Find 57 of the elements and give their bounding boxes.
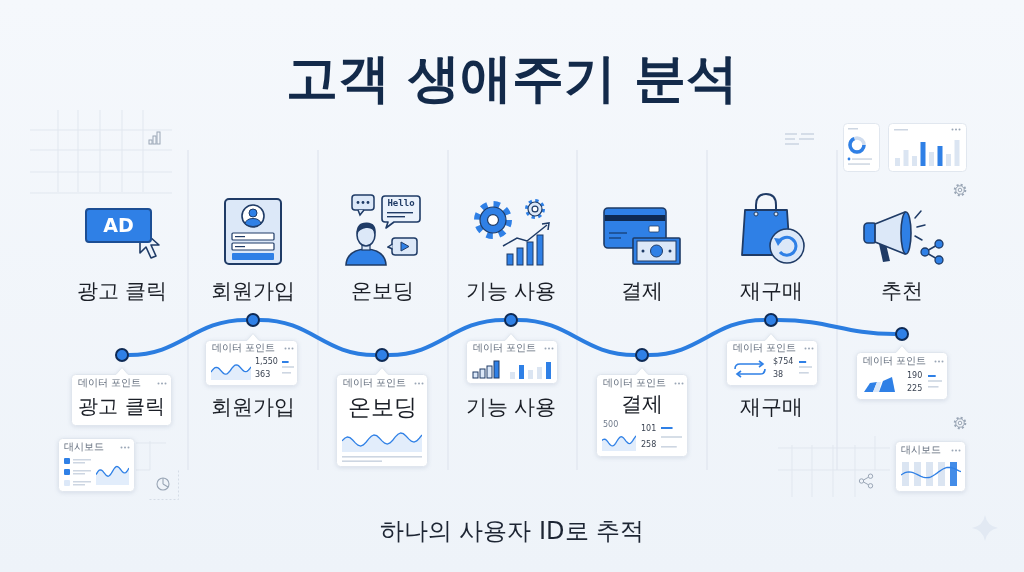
stage-label: 회원가입 [211, 281, 295, 302]
data-point-card [596, 366, 688, 457]
timeline-line [647, 318, 766, 357]
stage-label: 재구매 [739, 397, 803, 418]
stage-label: 광고 클릭 [76, 281, 168, 302]
metric-value: 101 [641, 425, 657, 433]
data-point-card [336, 366, 428, 467]
metric-value: 258 [641, 441, 657, 449]
stage-label: 회원가입 [211, 397, 295, 418]
timeline-dot [764, 313, 778, 327]
stage-label: 결제 [621, 394, 663, 415]
stage-label: 재구매 [739, 281, 803, 302]
data-point-card [726, 332, 818, 386]
data-point-card [205, 332, 298, 386]
card-title: 데이터 포인트 [343, 378, 407, 388]
dashboard-card [895, 441, 966, 492]
card-title: 데이터 포인트 [603, 378, 667, 388]
card-title: 데이터 포인트 [78, 378, 142, 388]
title: 고객 생애주기 분석 [285, 52, 739, 104]
timeline-dot [375, 348, 389, 362]
metric-value: 190 [907, 372, 923, 380]
timeline-dot [635, 348, 649, 362]
card-title: 대시보드 [64, 442, 104, 452]
timeline-line [516, 318, 637, 357]
timeline-line [387, 318, 506, 357]
stage-label: 온보딩 [350, 281, 414, 302]
metric-value: 38 [773, 371, 784, 379]
metric-value: 1,550 [255, 358, 278, 366]
data-point-card [466, 332, 558, 384]
stage-label: 추천 [881, 281, 923, 302]
metric-value: 225 [907, 385, 923, 393]
stage-label: 광고 클릭 [78, 396, 165, 416]
speech-bubble: Hello [381, 195, 421, 229]
metric-value: 363 [255, 371, 271, 379]
data-point-card [856, 344, 948, 400]
card-title: 데이터 포인트 [473, 343, 537, 353]
card-title: 데이터 포인트 [212, 343, 276, 353]
timeline-dot [895, 327, 909, 341]
timeline-line [776, 318, 897, 336]
timeline-line [258, 318, 377, 357]
ad-banner: AD [85, 208, 152, 243]
dashboard-card [58, 438, 135, 492]
timeline-dot [246, 313, 260, 327]
metric-value: $754 [773, 358, 794, 366]
stage-label: 온보딩 [347, 396, 417, 419]
data-point-card [71, 366, 172, 426]
axis-value: 500 [603, 421, 619, 429]
stage-label: 기능 사용 [465, 281, 557, 302]
card-title: 데이터 포인트 [733, 343, 797, 353]
timeline-dot [504, 313, 518, 327]
stage-label: 결제 [621, 281, 663, 302]
card-title: 대시보드 [901, 445, 941, 455]
timeline-line [127, 318, 248, 357]
stage-label: 기능 사용 [465, 397, 557, 418]
caption: 하나의 사용자 ID로 추적 [379, 519, 645, 543]
card-title: 데이터 포인트 [863, 356, 927, 366]
timeline-dot [115, 348, 129, 362]
